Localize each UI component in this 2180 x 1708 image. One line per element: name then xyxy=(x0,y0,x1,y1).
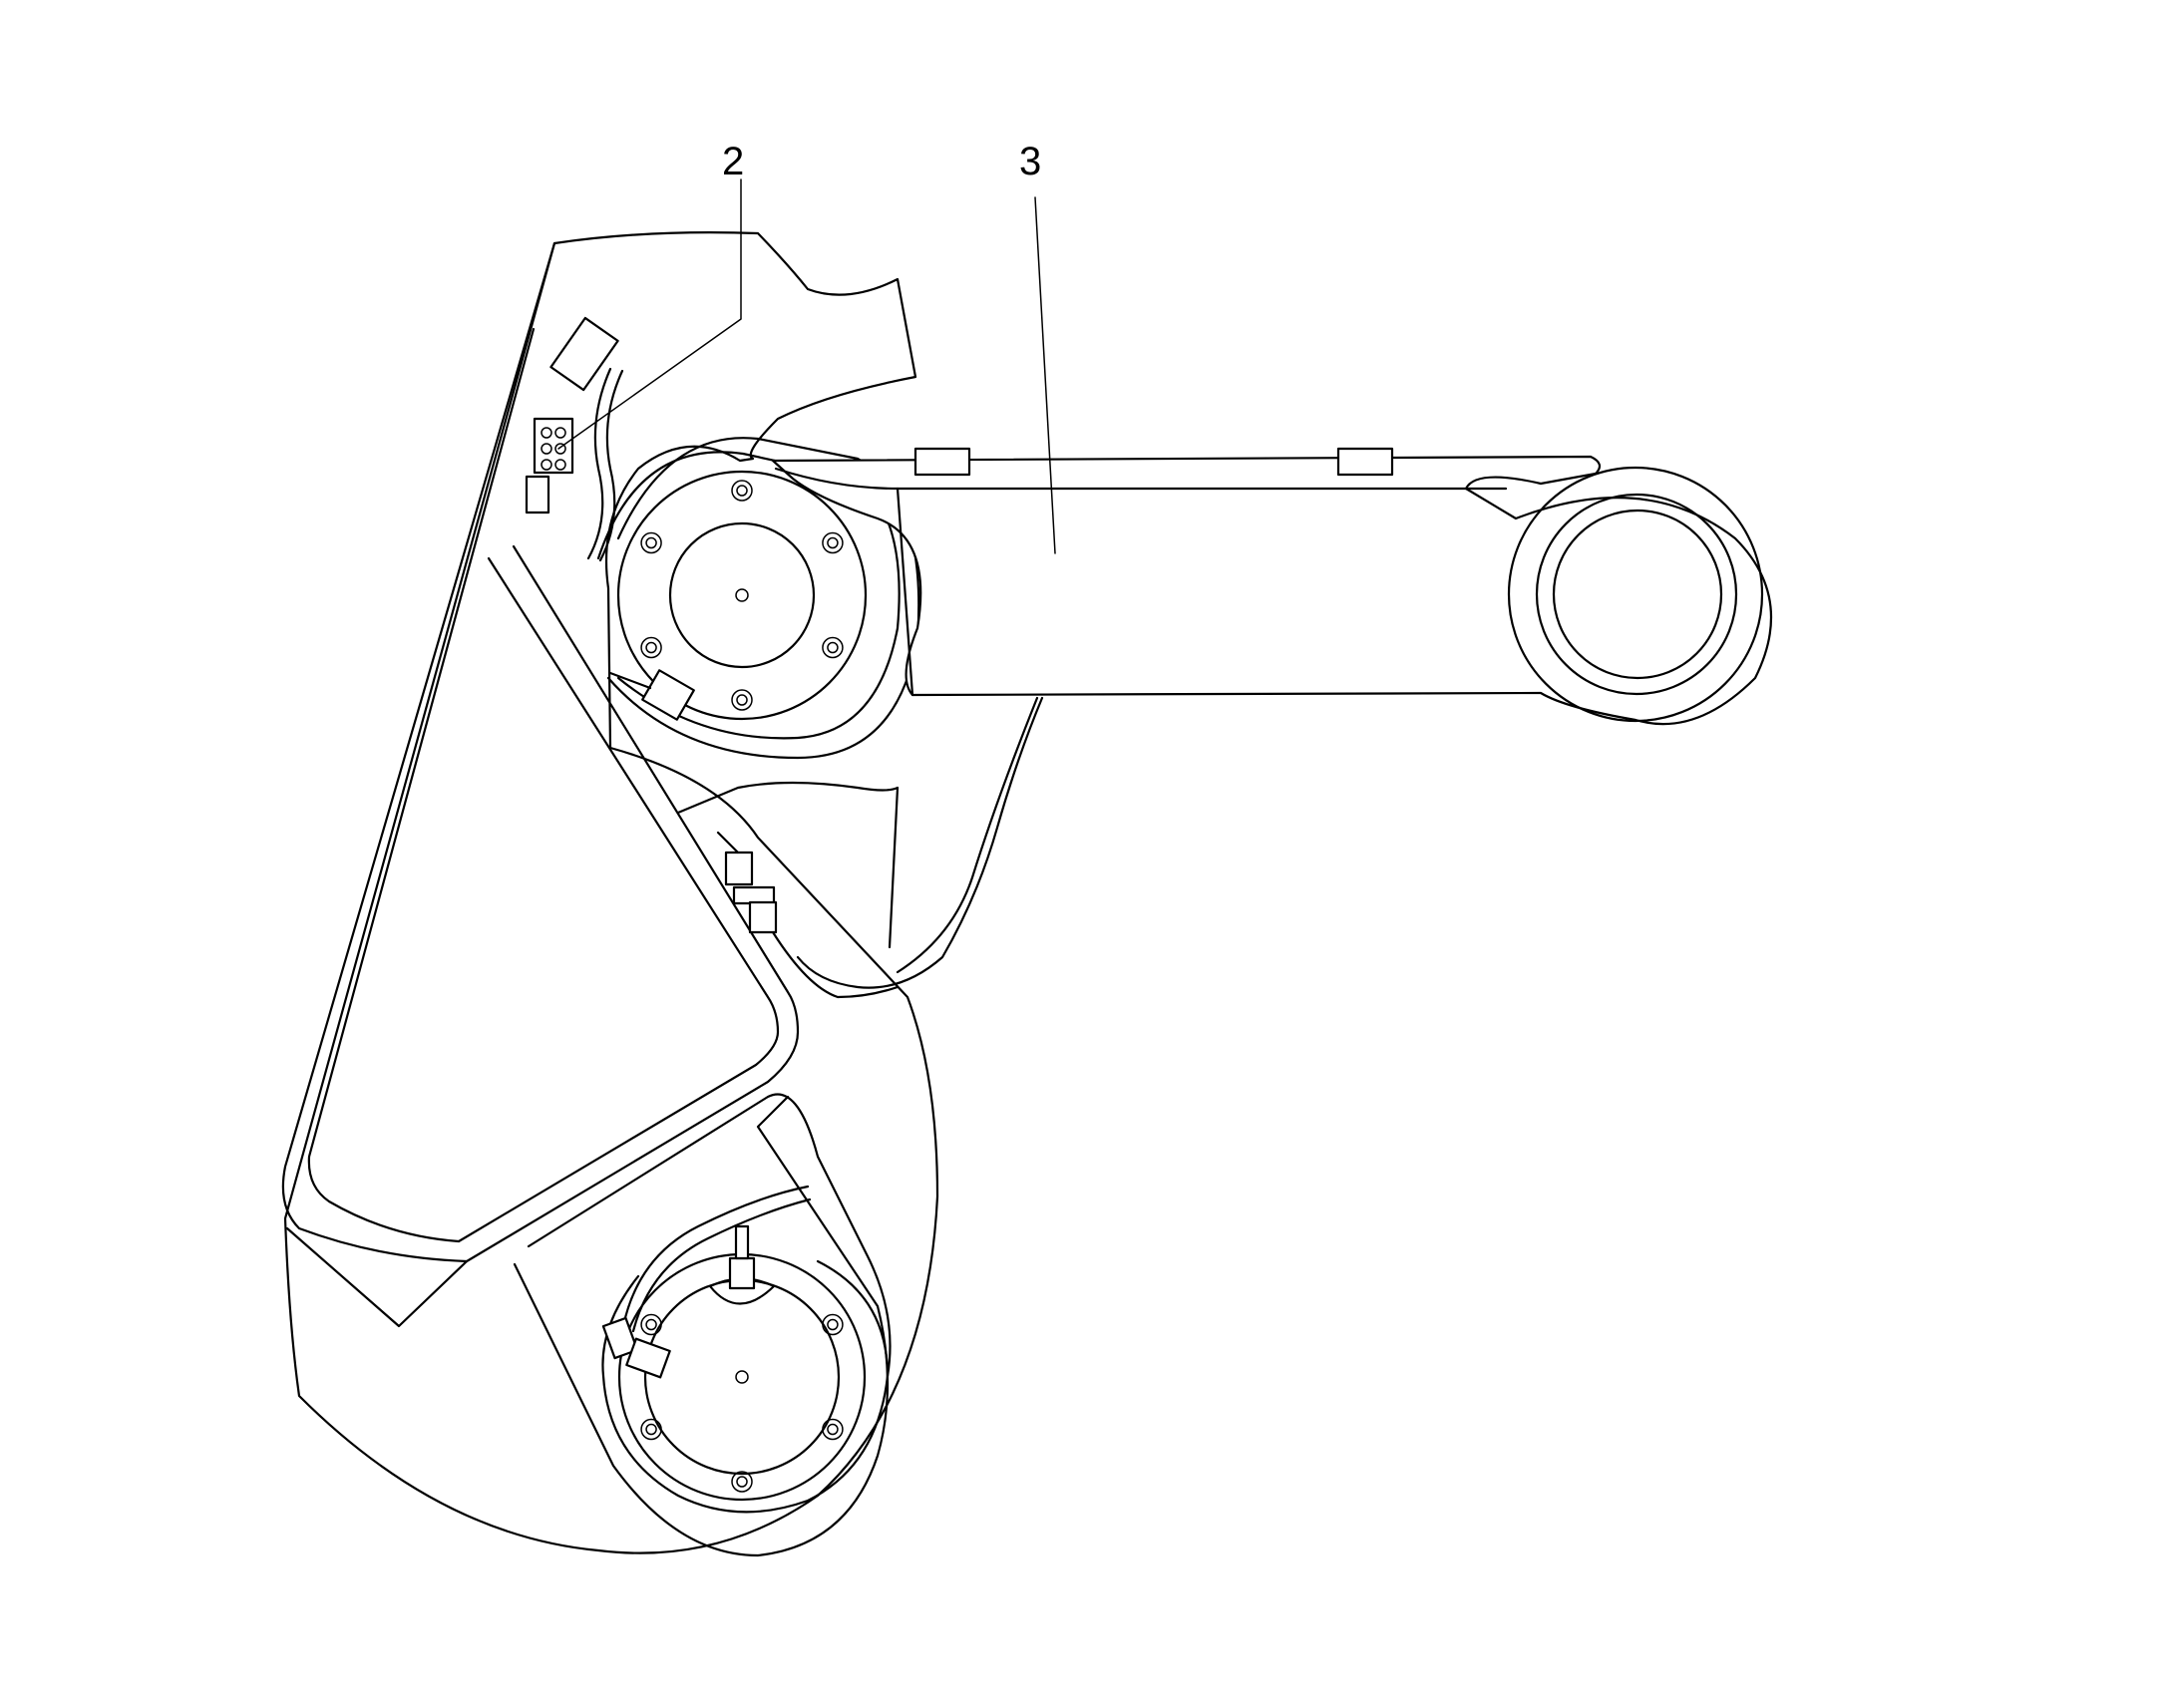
lower-cable-harness xyxy=(621,1185,810,1328)
lower-flange-bolt xyxy=(822,1313,844,1336)
leader-line-3 xyxy=(1034,196,1056,554)
lower-motor-housing-inner xyxy=(527,1093,892,1378)
connector-block xyxy=(533,417,574,475)
upper-flange-bolt-head xyxy=(827,641,839,654)
connector-port-6 xyxy=(554,459,566,471)
mid-divider xyxy=(676,781,900,949)
connector-port-1 xyxy=(541,427,552,439)
callout-label-3: 3 xyxy=(1019,140,1041,183)
top-fitting xyxy=(549,316,619,392)
lower-flange-bolt-head xyxy=(645,1423,657,1436)
lower-flange-bolt-head xyxy=(827,1318,839,1331)
upper-housing-ring-inner xyxy=(596,451,901,740)
upper-cable-harness-2 xyxy=(598,369,624,562)
lower-motor-center-nut xyxy=(735,1370,749,1384)
lower-flange-bolt xyxy=(822,1418,844,1441)
leader-line-2 xyxy=(557,178,742,450)
lower-cable-plug xyxy=(625,1337,671,1379)
lower-flange-bolt xyxy=(640,1313,662,1336)
connector-port-4 xyxy=(554,443,566,455)
lower-cable-harness-2 xyxy=(631,1197,812,1333)
upper-flange-bolt xyxy=(731,480,753,502)
end-bearing-outer xyxy=(1507,466,1764,723)
upper-arm-top-edge xyxy=(774,467,1508,491)
arm-mounting-block-right xyxy=(1336,447,1394,477)
lower-motor-outer-ring xyxy=(601,1259,890,1514)
upper-flange-bolt xyxy=(640,531,662,554)
connector-port-2 xyxy=(554,427,566,439)
lower-sensor-stem xyxy=(734,1224,750,1260)
mid-fitting-3 xyxy=(748,900,778,934)
lower-panel-edge xyxy=(285,1226,469,1328)
end-bearing-inner xyxy=(1552,509,1723,680)
outer-housing xyxy=(283,231,939,1554)
skirt-outer xyxy=(281,241,800,1263)
upper-flange-bolt-head xyxy=(827,536,839,549)
upper-flange-bolt-head xyxy=(736,485,748,497)
lower-flange-bolt-head xyxy=(736,1476,748,1488)
upper-flange-bolt-head xyxy=(645,641,657,654)
lower-flange-bolt xyxy=(640,1418,662,1441)
right-flank xyxy=(796,696,1044,989)
upper-motor-cover xyxy=(668,521,816,669)
upper-flange-bolt xyxy=(640,636,662,659)
upper-hose-line xyxy=(608,671,652,690)
lower-motor-flange xyxy=(617,1252,867,1502)
upper-motor-flange xyxy=(616,470,868,721)
upper-flange-bolt-head xyxy=(645,536,657,549)
mid-hose xyxy=(716,831,900,999)
upper-hose-fitting xyxy=(641,669,695,721)
upper-flange-bolt xyxy=(731,689,753,711)
upper-arm-body xyxy=(771,455,1773,726)
lower-cable-connector xyxy=(601,1316,639,1360)
connector-port-3 xyxy=(541,443,552,455)
skirt-inner xyxy=(307,327,780,1243)
lower-sensor-body xyxy=(728,1256,756,1290)
upper-flange-bolt-head xyxy=(736,694,748,706)
upper-cable-harness xyxy=(586,367,612,560)
upper-arm-spine xyxy=(896,487,914,697)
mid-fitting-2 xyxy=(732,885,776,905)
connector-port-5 xyxy=(541,459,552,471)
mid-fitting-1 xyxy=(724,851,754,886)
callout-label-2: 2 xyxy=(722,140,744,183)
arm-mounting-block-left xyxy=(913,447,971,477)
upper-flange-bolt xyxy=(822,636,844,659)
lower-flange-bolt-head xyxy=(645,1318,657,1331)
upper-flange-bolt xyxy=(822,531,844,554)
connector-fitting xyxy=(525,475,550,514)
right-flank-inner xyxy=(896,696,1039,974)
upper-flange-bolts xyxy=(640,480,844,711)
lower-flange-bolt-head xyxy=(827,1423,839,1436)
lower-flange-bolt xyxy=(731,1471,753,1493)
upper-motor-center-nut xyxy=(735,588,749,602)
end-bearing-mid xyxy=(1535,493,1738,696)
